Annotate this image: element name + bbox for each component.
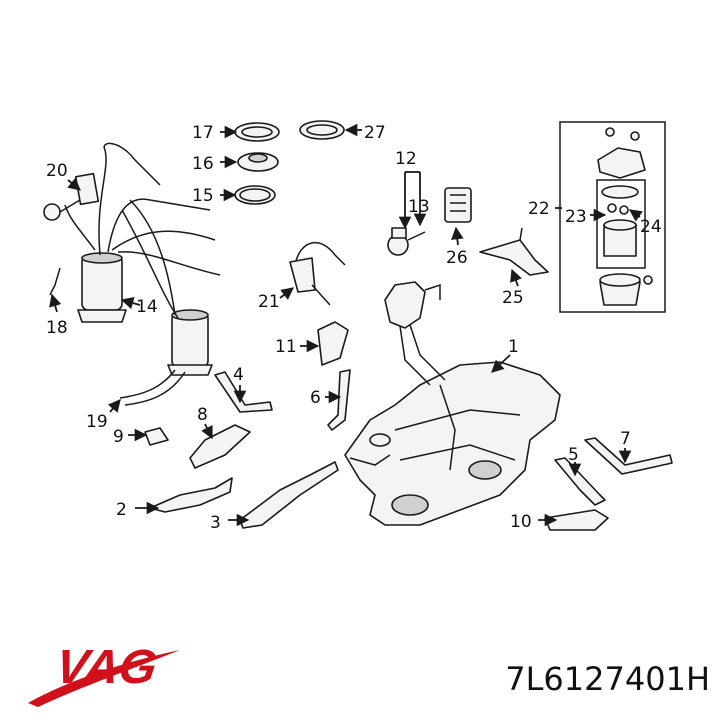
logo-swoosh xyxy=(28,650,180,707)
callout-2: 2 xyxy=(116,500,127,520)
callout-3: 3 xyxy=(210,513,221,533)
callout-8: 8 xyxy=(197,405,208,425)
filler-neck xyxy=(384,281,446,386)
callout-21: 21 xyxy=(258,292,280,312)
callout-17: 17 xyxy=(192,123,214,143)
logo-text: VAG xyxy=(52,640,160,694)
callout-19: 19 xyxy=(86,412,108,432)
callout-10: 10 xyxy=(510,512,532,532)
callout-11: 11 xyxy=(275,337,297,357)
callout-15: 15 xyxy=(192,186,214,206)
vag-logo: VAG xyxy=(28,640,180,707)
callout-6: 6 xyxy=(310,388,321,408)
part-number: 7L6127401H xyxy=(505,660,710,698)
callout-5: 5 xyxy=(568,445,579,465)
callout-14: 14 xyxy=(136,297,158,317)
callout-26: 26 xyxy=(446,248,468,268)
callout-23: 23 xyxy=(565,207,587,227)
leader-lines xyxy=(49,123,643,527)
callout-20: 20 xyxy=(46,161,68,181)
pump-rings xyxy=(234,120,345,205)
callout-25: 25 xyxy=(502,288,524,308)
straps-brackets xyxy=(144,369,673,531)
callout-16: 16 xyxy=(192,154,214,174)
fuel-pump-unit xyxy=(77,252,213,376)
callout-7: 7 xyxy=(620,429,631,449)
sensor-assembly xyxy=(387,187,549,276)
callout-27: 27 xyxy=(364,123,386,143)
callout-24: 24 xyxy=(640,217,662,237)
callout-18: 18 xyxy=(46,318,68,338)
callout-12: 12 xyxy=(395,149,417,169)
callout-numbers: 1 2 3 4 5 6 7 8 9 10 11 12 13 14 15 16 1… xyxy=(46,123,662,533)
heat-shield-11 xyxy=(317,321,349,366)
callout-13: 13 xyxy=(408,197,430,217)
callout-4: 4 xyxy=(233,365,244,385)
detail-box xyxy=(559,121,666,313)
callout-9: 9 xyxy=(113,427,124,447)
callout-22: 22 xyxy=(528,199,550,219)
bracket-21 xyxy=(289,241,346,306)
fuel-lines xyxy=(43,142,221,406)
fuel-tank xyxy=(344,361,561,526)
callout-1: 1 xyxy=(508,337,519,357)
